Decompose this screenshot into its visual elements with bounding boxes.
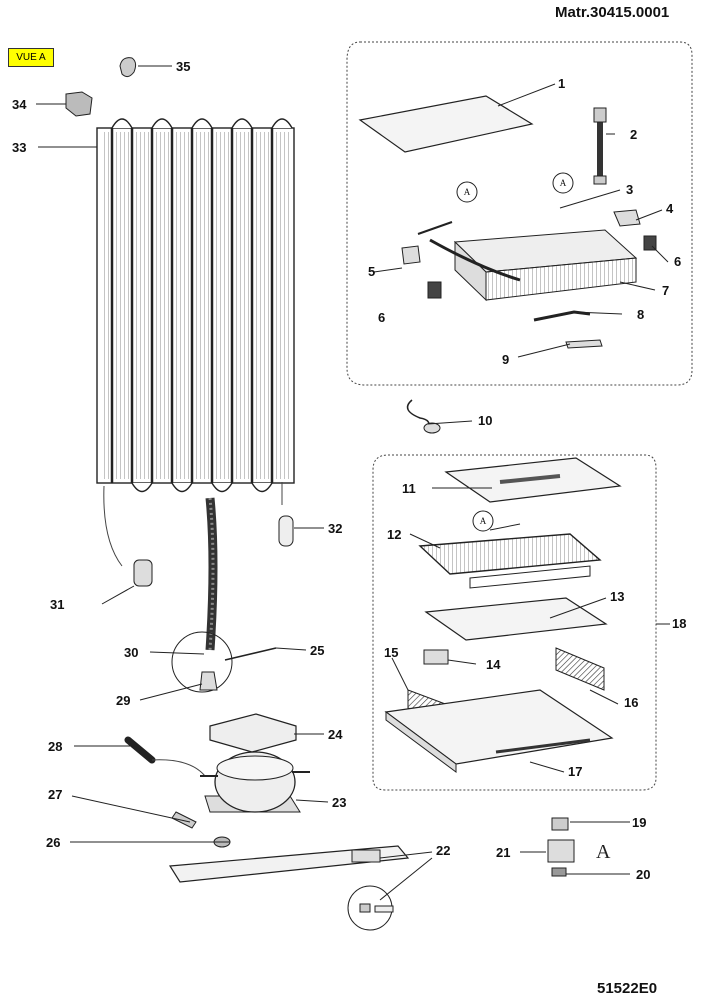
callout-27: 27: [48, 787, 62, 802]
callout-34: 34: [12, 97, 27, 112]
callout-numbers: 1 2 3 4 5 6 6 7 8 9 10 11 12 13 14 15 16…: [12, 59, 686, 882]
pad-part-6b: [427, 281, 442, 299]
probe-part-8: [533, 310, 591, 322]
shelf-plate: [358, 95, 534, 153]
callout-33: 33: [12, 140, 26, 155]
bracket-part: [65, 91, 93, 117]
callout-17: 17: [568, 764, 582, 779]
filter-drier: [133, 559, 153, 587]
base-plate: [168, 845, 410, 883]
clip-part-5: [401, 245, 421, 265]
callout-24: 24: [328, 727, 343, 742]
callout-15: 15: [384, 645, 398, 660]
callout-9: 9: [502, 352, 509, 367]
callout-25: 25: [310, 643, 324, 658]
callout-10: 10: [478, 413, 492, 428]
seal-strip-16: [555, 647, 605, 691]
drip-tray: [209, 713, 297, 753]
callout-32: 32: [328, 521, 342, 536]
callout-21: 21: [496, 845, 510, 860]
callout-26: 26: [46, 835, 60, 850]
callout-11: 11: [402, 481, 416, 496]
strap-part: [171, 811, 197, 829]
callout-7: 7: [662, 283, 669, 298]
evaporator-group-outline: [346, 41, 693, 386]
callout-3: 3: [626, 182, 633, 197]
callout-8: 8: [637, 307, 644, 322]
callout-16: 16: [624, 695, 638, 710]
sensor-part-10: [406, 399, 430, 429]
callout-35: 35: [176, 59, 190, 74]
callout-1: 1: [558, 76, 565, 91]
svg-text:A: A: [464, 187, 471, 197]
callout-18: 18: [672, 616, 686, 631]
ref-circle-3: A: [472, 510, 494, 532]
thermostat-knob: [551, 817, 569, 831]
footer-code: 51522E0: [597, 980, 658, 997]
clip-part-9: [565, 339, 603, 349]
relay-tube: [124, 736, 156, 764]
compressor: [200, 751, 310, 813]
callout-30: 30: [124, 645, 138, 660]
ref-circle-1: A: [456, 181, 478, 203]
matricule-label: Matr.30415.0001: [555, 4, 670, 21]
big-ref-a: A: [596, 841, 611, 863]
callout-28: 28: [48, 739, 62, 754]
callout-20: 20: [636, 867, 650, 882]
callout-5: 5: [368, 264, 375, 279]
callout-14: 14: [486, 657, 501, 672]
tray-lid-13: [424, 597, 608, 641]
ref-circle-2: A: [552, 172, 574, 194]
pin-part: [224, 647, 277, 661]
view-tag: VUE A: [8, 48, 54, 67]
callout-23: 23: [332, 795, 346, 810]
clip-part-4: [613, 209, 641, 227]
evaporator: [429, 229, 638, 302]
callout-6b: 6: [378, 310, 385, 325]
capsule-part: [278, 515, 294, 547]
tray-group-outline: [372, 454, 657, 791]
leader-lines: [36, 65, 670, 901]
callout-2: 2: [630, 127, 637, 142]
callout-22: 22: [436, 843, 450, 858]
condenser: [96, 118, 295, 567]
svg-text:A: A: [480, 516, 487, 526]
thermostat-plate: [551, 867, 567, 877]
callout-6a: 6: [674, 254, 681, 269]
svg-text:A: A: [560, 178, 567, 188]
callout-12: 12: [387, 527, 401, 542]
callout-19: 19: [632, 815, 646, 830]
block-part-14: [423, 649, 449, 665]
heater-grid-12: [418, 533, 602, 575]
seal-part: [199, 671, 218, 691]
thermostat-body: [547, 839, 575, 863]
callout-31: 31: [50, 597, 64, 612]
callout-13: 13: [610, 589, 624, 604]
callout-29: 29: [116, 693, 130, 708]
clip-part: [119, 57, 137, 78]
callout-4: 4: [666, 201, 674, 216]
